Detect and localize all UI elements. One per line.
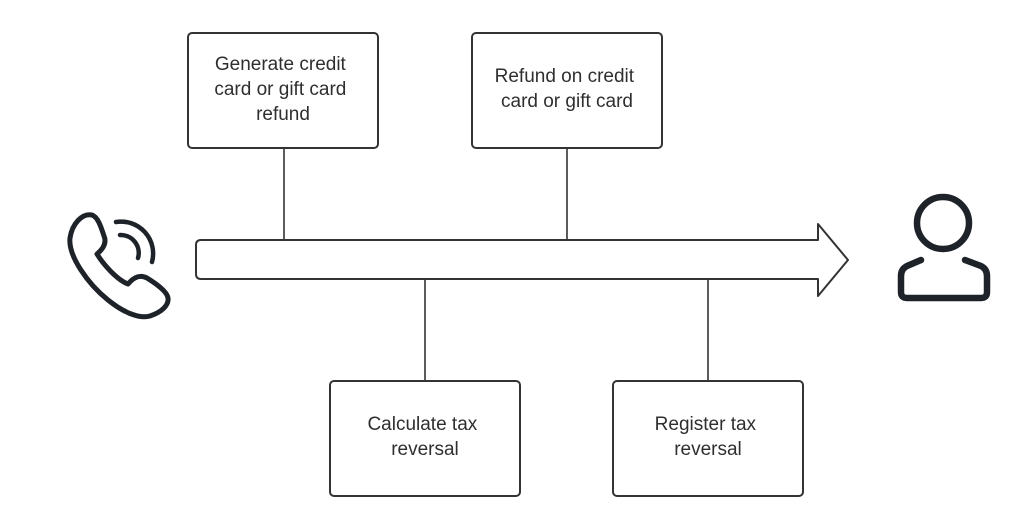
step-register-line-2: reversal — [674, 439, 742, 460]
svg-text:Refund on credit card or: Refund on credit card or gift card — [495, 66, 640, 112]
svg-text:Calculate tax reversal: Calculate tax reversal — [367, 414, 482, 460]
user-icon — [897, 193, 991, 302]
step-calculate-line-2: reversal — [391, 439, 459, 460]
step-refund-line-1: Refund on credit — [495, 66, 635, 87]
flow-arrow — [195, 223, 849, 297]
step-refund-box: Refund on credit card or gift card — [471, 32, 663, 149]
step-register-box: Register tax reversal — [612, 380, 804, 497]
step-generate-line-2: card or gift card — [214, 79, 346, 100]
connectors — [283, 148, 709, 381]
step-refund-line-2: card or gift card — [501, 91, 633, 112]
step-generate-line-1: Generate credit — [215, 54, 347, 75]
step-calculate-box: Calculate tax reversal — [329, 380, 521, 497]
phone-icon — [67, 212, 171, 320]
step-calculate-line-1: Calculate tax — [367, 414, 477, 435]
svg-text:Generate credit card or: Generate credit card or gift card refund — [214, 54, 351, 125]
step-register-line-1: Register tax — [655, 414, 757, 435]
svg-text:Register tax reversal: Register tax reversal — [655, 414, 762, 460]
step-generate-line-3: refund — [256, 104, 310, 125]
step-generate-box: Generate credit card or gift card refund — [187, 32, 379, 149]
